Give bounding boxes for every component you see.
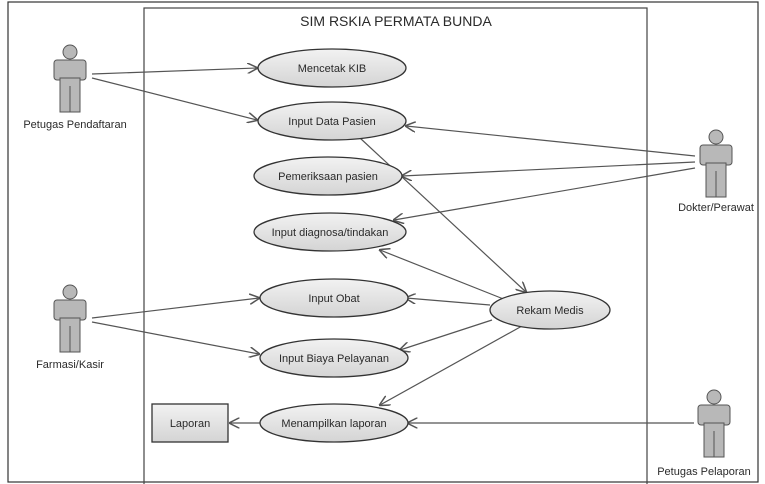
actor-label: Petugas Pendaftaran: [23, 119, 126, 131]
relation-dokter-perawat-to-pemeriksaan-pasien: [402, 161, 696, 176]
use-case-label: Input Biaya Pelayanan: [279, 353, 389, 365]
use-case-ellipse: [253, 212, 407, 252]
relations: [91, 68, 696, 423]
relation-rekam-medis-to-input-diagnosa: [380, 250, 507, 301]
actor-icon: [699, 129, 733, 198]
relation-petugas-pendaftaran-to-input-data-pasien: [91, 77, 257, 120]
use-case-ellipse: [259, 403, 409, 443]
use-case-label: Rekam Medis: [516, 305, 584, 317]
use-case-input-data-pasien[interactable]: Input Data Pasien: [257, 101, 407, 141]
actor-farmasi-kasir[interactable]: Farmasi/Kasir: [36, 284, 104, 371]
use-case-label: Input Data Pasien: [288, 116, 375, 128]
use-case-mencetak-kib[interactable]: Mencetak KIB: [257, 48, 407, 88]
relation-farmasi-kasir-to-input-biaya: [91, 321, 259, 354]
relation-farmasi-kasir-to-input-obat: [91, 298, 259, 319]
use-case-label: Mencetak KIB: [298, 63, 366, 75]
artifact-box: [151, 403, 229, 443]
use-case-ellipse: [257, 48, 407, 88]
relation-rekam-medis-to-input-biaya: [400, 319, 493, 350]
use-case-rekam-medis[interactable]: Rekam Medis: [489, 290, 611, 330]
actor-icon: [53, 284, 87, 353]
artifact-label: Laporan: [170, 418, 210, 430]
relation-rekam-medis-to-input-obat: [406, 298, 491, 306]
actor-icon: [697, 389, 731, 458]
use-case-label: Input Obat: [308, 293, 359, 305]
relation-dokter-perawat-to-input-data-pasien: [406, 126, 696, 157]
relation-petugas-pendaftaran-to-mencetak-kib: [91, 68, 257, 75]
use-case-ellipse: [259, 338, 409, 378]
use-case-ellipse: [259, 278, 409, 318]
use-case-input-biaya[interactable]: Input Biaya Pelayanan: [259, 338, 409, 378]
use-case-menampilkan-laporan[interactable]: Menampilkan laporan: [259, 403, 409, 443]
actor-label: Dokter/Perawat: [678, 202, 754, 214]
actor-label: Petugas Pelaporan: [657, 466, 751, 478]
use-case-label: Input diagnosa/tindakan: [272, 227, 389, 239]
actor-label: Farmasi/Kasir: [36, 359, 104, 371]
relation-dokter-perawat-to-input-diagnosa: [394, 167, 696, 220]
use-case-input-obat[interactable]: Input Obat: [259, 278, 409, 318]
actor-icon: [53, 44, 87, 113]
outer-frame: [7, 1, 759, 483]
relation-input-data-pasien-to-rekam-medis: [359, 137, 526, 292]
use-case-label: Menampilkan laporan: [281, 418, 386, 430]
actor-petugas-pendaftaran[interactable]: Petugas Pendaftaran: [23, 44, 127, 131]
use-case-input-diagnosa[interactable]: Input diagnosa/tindakan: [253, 212, 407, 252]
relation-rekam-medis-to-menampilkan-laporan: [380, 325, 523, 405]
use-case-ellipse: [489, 290, 611, 330]
actor-dokter-perawat[interactable]: Dokter/Perawat: [678, 129, 754, 214]
artifact-laporan[interactable]: Laporan: [151, 403, 229, 443]
use-case-ellipse: [253, 156, 403, 196]
system-title: SIM RSKIA PERMATA BUNDA: [300, 13, 492, 29]
actor-petugas-pelaporan[interactable]: Petugas Pelaporan: [657, 389, 751, 478]
use-case-ellipse: [257, 101, 407, 141]
use-case-label: Pemeriksaan pasien: [278, 171, 378, 183]
use-case-pemeriksaan-pasien[interactable]: Pemeriksaan pasien: [253, 156, 403, 196]
system-boundary: [143, 7, 648, 484]
